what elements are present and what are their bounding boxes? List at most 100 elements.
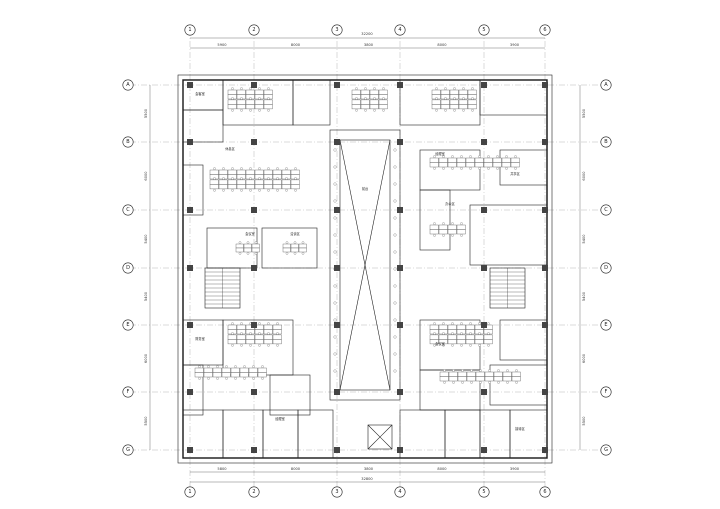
chair <box>451 222 454 225</box>
chair <box>213 177 216 180</box>
structural-column <box>251 322 257 328</box>
room-partition <box>479 79 548 116</box>
chair <box>293 241 297 244</box>
room-partition <box>182 109 224 143</box>
desk <box>431 99 441 105</box>
desk <box>236 169 246 175</box>
desk <box>467 99 477 105</box>
desk <box>290 179 300 185</box>
chair <box>258 167 261 170</box>
chair <box>469 155 472 158</box>
atrium-seat <box>393 318 397 322</box>
chair <box>234 365 237 368</box>
desk <box>272 339 282 345</box>
chair <box>285 241 289 244</box>
right-dimension: 5500 <box>582 416 586 426</box>
chair <box>238 252 242 255</box>
desk <box>439 376 449 382</box>
structural-column <box>481 265 487 271</box>
chair <box>198 365 201 368</box>
desk <box>245 99 255 105</box>
workstation-furniture <box>194 87 521 384</box>
atrium-seat <box>393 301 397 305</box>
structural-column <box>334 207 340 213</box>
axis-bubble-bottom-1: 1 <box>184 486 196 498</box>
chair <box>373 97 376 100</box>
desk <box>501 162 511 168</box>
desk <box>272 184 282 190</box>
atrium-seat <box>333 352 337 356</box>
chair <box>267 109 270 112</box>
stairwell-east <box>489 267 526 309</box>
structural-column <box>397 82 403 88</box>
stairwell-west <box>204 267 241 309</box>
atrium-seat <box>393 199 397 203</box>
chair <box>469 332 472 335</box>
desk <box>493 376 503 382</box>
chair <box>240 344 243 347</box>
chair <box>470 369 473 372</box>
chair <box>433 222 436 225</box>
chair <box>213 189 216 192</box>
chair <box>462 109 465 112</box>
desk <box>447 324 457 330</box>
chair <box>222 167 225 170</box>
desk <box>369 89 379 95</box>
left-dimension: 6000 <box>144 171 148 181</box>
desk <box>209 179 219 185</box>
structural-column <box>397 389 403 395</box>
axis-label: 6 <box>543 27 546 33</box>
atrium-seat <box>333 233 337 237</box>
atrium-seat <box>393 216 397 220</box>
structural-columns <box>187 82 548 453</box>
chair <box>225 365 228 368</box>
chair <box>246 241 250 244</box>
chair <box>258 344 261 347</box>
chair <box>238 241 242 244</box>
desk <box>194 367 204 373</box>
structural-column <box>397 207 403 213</box>
desk <box>378 99 388 105</box>
chair <box>267 177 270 180</box>
atrium-seat <box>393 165 397 169</box>
chair <box>246 252 250 255</box>
structural-column <box>251 447 257 453</box>
desk <box>484 376 494 382</box>
structural-column <box>334 447 340 453</box>
desk <box>236 104 246 110</box>
room-partition <box>297 409 334 459</box>
chair <box>285 167 288 170</box>
desk <box>236 89 246 95</box>
top-segment-dimension: 3900 <box>510 43 520 47</box>
chair <box>252 365 255 368</box>
desk <box>369 99 379 105</box>
chair <box>442 322 445 325</box>
desk <box>235 247 244 253</box>
chair <box>433 344 436 347</box>
chair <box>487 322 490 325</box>
axis-bubble-bottom-3: 3 <box>331 486 343 498</box>
desk <box>438 324 448 330</box>
chair <box>243 365 246 368</box>
desk <box>457 371 467 377</box>
desk <box>245 334 255 340</box>
room-label-r11: 经理室 <box>275 416 285 421</box>
axis-bubble-bottom-2: 2 <box>248 486 260 498</box>
chair <box>505 167 508 170</box>
structural-column <box>187 389 193 395</box>
chair <box>471 87 474 90</box>
chair <box>276 189 279 192</box>
chair <box>261 377 264 380</box>
chair <box>254 252 258 255</box>
desk <box>212 372 222 378</box>
desk <box>492 162 502 168</box>
chair <box>478 344 481 347</box>
desk <box>351 99 361 105</box>
desk <box>281 184 291 190</box>
atrium-seat <box>333 148 337 152</box>
atrium-seat <box>393 335 397 339</box>
desk <box>236 184 246 190</box>
chair <box>471 109 474 112</box>
desk <box>290 243 299 249</box>
chair <box>301 252 305 255</box>
